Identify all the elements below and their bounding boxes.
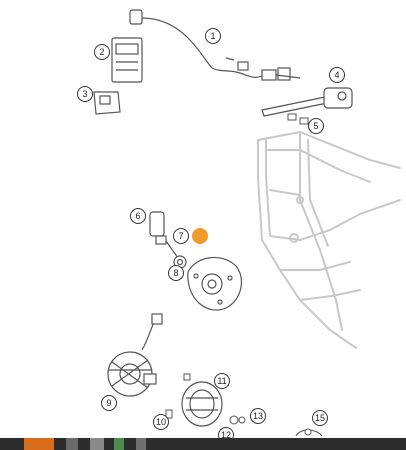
taskbar-app-icon[interactable] bbox=[24, 438, 54, 450]
rod-assembly bbox=[261, 87, 353, 117]
small-bolts bbox=[165, 373, 191, 419]
taskbar-app-icon[interactable] bbox=[90, 438, 104, 450]
stator-cover bbox=[187, 256, 243, 311]
washer-nut bbox=[229, 415, 246, 425]
taskbar bbox=[0, 438, 406, 450]
callout-6[interactable]: 6 bbox=[130, 208, 146, 224]
callout-10[interactable]: 10 bbox=[153, 414, 169, 430]
mounting-bracket bbox=[93, 91, 121, 115]
side-cover bbox=[295, 428, 323, 437]
taskbar-app-icon[interactable] bbox=[66, 438, 78, 450]
callout-7[interactable]: 7 bbox=[173, 228, 189, 244]
bolts bbox=[287, 113, 309, 125]
control-module bbox=[111, 37, 143, 83]
callout-1[interactable]: 1 bbox=[205, 28, 221, 44]
callout-8[interactable]: 8 bbox=[168, 265, 184, 281]
callout-15[interactable]: 15 bbox=[312, 410, 328, 426]
orange-dot-icon[interactable] bbox=[192, 228, 208, 244]
taskbar-app-icon[interactable] bbox=[136, 438, 146, 450]
callout-11[interactable]: 11 bbox=[214, 373, 230, 389]
motorcycle-frame bbox=[257, 130, 401, 349]
callout-4[interactable]: 4 bbox=[329, 67, 345, 83]
callout-5[interactable]: 5 bbox=[308, 118, 324, 134]
ignition-stator bbox=[107, 313, 163, 397]
taskbar-app-icon[interactable] bbox=[114, 438, 124, 450]
callout-13[interactable]: 13 bbox=[250, 408, 266, 424]
callout-3[interactable]: 3 bbox=[77, 86, 93, 102]
callout-2[interactable]: 2 bbox=[94, 44, 110, 60]
flywheel bbox=[181, 381, 223, 427]
callout-9[interactable]: 9 bbox=[101, 395, 117, 411]
wiring-harness bbox=[129, 9, 301, 81]
